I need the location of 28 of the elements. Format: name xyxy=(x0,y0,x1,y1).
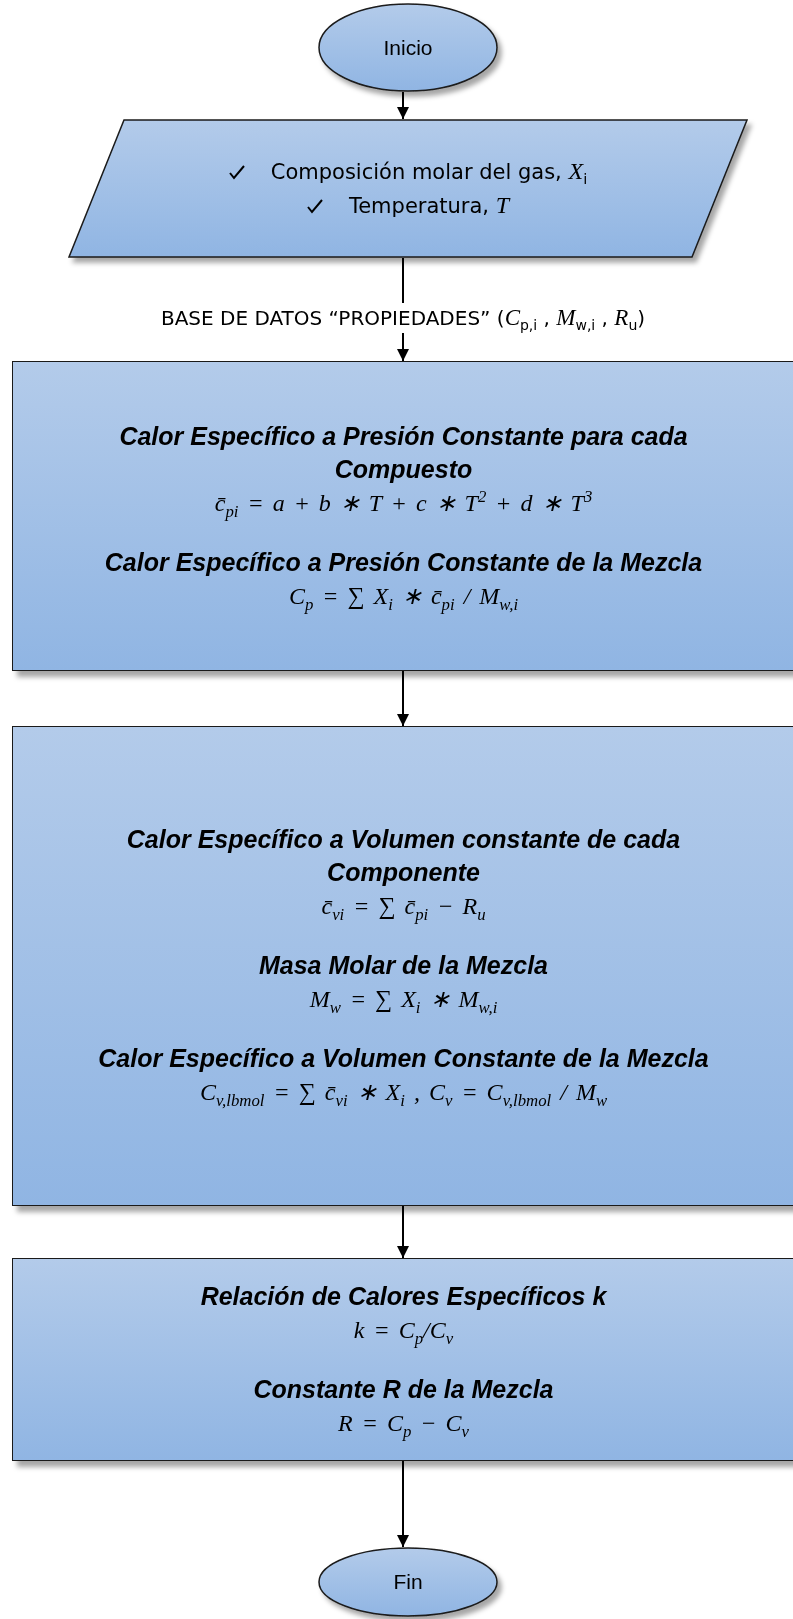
section-heading: Calor Específico a Volumen Constante de la Mezcla xyxy=(97,1043,710,1074)
section-heading: Calor Específico a Presión Constante para cada Compuesto xyxy=(118,420,689,485)
arrow xyxy=(397,1460,409,1548)
arrow xyxy=(397,670,409,727)
start-ellipse xyxy=(318,3,498,92)
formula: C$_{p}$ = ∑ X$_{i}$ ∗ c̄$_{pi}$ / M$_{w,i}$ xyxy=(288,581,519,613)
terminal-label: Fin xyxy=(393,1570,423,1594)
process-box xyxy=(12,1258,793,1461)
terminal-label: Inicio xyxy=(383,35,433,60)
formula: R = C$_{p}$ − C$_{v}$ xyxy=(338,1408,469,1440)
end-ellipse xyxy=(318,1547,498,1617)
section-heading: Calor Específico a Presión Constante de la Mezcla xyxy=(103,546,704,578)
formula: k = C$_{p}$/C$_{v}$ xyxy=(353,1315,454,1347)
section-heading: Relación de Calores Específicos k xyxy=(199,1280,608,1312)
list-item-text: Temperatura, T xyxy=(348,190,510,220)
section-heading: Masa Molar de la Mezcla xyxy=(258,950,549,981)
formula: C$_{v,lbmol}$ = ∑ c̄$_{vi}$ ∗ X$_{i}$ , C$_{v}$ = C$_{v,lbmol}$ / M$_{w}$ xyxy=(199,1078,608,1109)
arrow xyxy=(397,1205,409,1259)
input-parallelogram xyxy=(68,119,748,258)
formula: c̄$_{pi}$ = a + b ∗ T + c ∗ T$^{2}$ + d ∗ T$^{3}$ xyxy=(214,485,593,520)
process-box xyxy=(12,361,793,671)
section-heading: Constante R de la Mezcla xyxy=(252,1373,555,1405)
section-heading: Calor Específico a Volumen constante de cada Componente xyxy=(125,824,682,888)
list-item-text: Composición molar del gas, X$_{i}$ xyxy=(270,156,588,189)
process-box xyxy=(12,726,793,1206)
formula: c̄$_{vi}$ = ∑ c̄$_{pi}$ − R$_{u}$ xyxy=(321,892,486,923)
arrow xyxy=(397,91,409,120)
formula: M$_{w}$ = ∑ X$_{i}$ ∗ M$_{w,i}$ xyxy=(309,985,498,1016)
